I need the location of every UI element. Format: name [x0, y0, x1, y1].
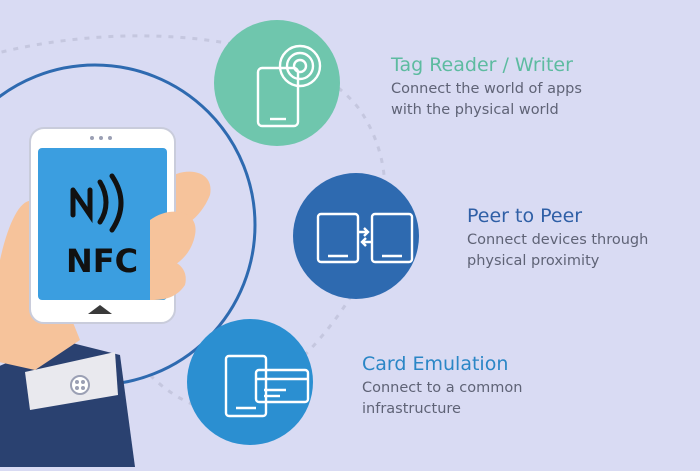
feature-tag-reader-desc-2: with the physical world: [391, 102, 559, 118]
phone-card-icon: [224, 354, 310, 418]
feature-peer-desc-2: physical proximity: [467, 253, 600, 269]
feature-card-emulation: Card Emulation Connect to a common infra…: [362, 352, 522, 420]
feature-tag-reader-title: Tag Reader / Writer: [391, 54, 573, 76]
two-phones-exchange-icon: [316, 212, 414, 264]
cufflink: [70, 375, 90, 395]
nfc-logo-text: NFC: [66, 242, 138, 280]
feature-peer-title: Peer to Peer: [467, 205, 583, 227]
feature-card-title: Card Emulation: [362, 353, 509, 375]
feature-card-desc-1: Connect to a common: [362, 380, 523, 396]
feature-peer-to-peer: Peer to Peer Connect devices through phy…: [467, 204, 648, 272]
feature-tag-reader: Tag Reader / Writer Connect the world of…: [391, 53, 582, 121]
feature-tag-reader-desc-1: Connect the world of apps: [391, 81, 582, 97]
feature-peer-desc-1: Connect devices through: [467, 232, 649, 248]
sleeve: [0, 340, 135, 467]
nfc-wave-icon: [70, 173, 124, 233]
thumb: [150, 211, 196, 300]
feature-peer-badge: [293, 173, 419, 299]
feature-card-desc-2: infrastructure: [362, 401, 461, 417]
feature-tag-reader-badge: [214, 20, 340, 146]
feature-card-badge: [187, 319, 313, 445]
phone-tag-signal-icon: [256, 44, 322, 128]
nfc-phone: NFC: [29, 127, 176, 324]
